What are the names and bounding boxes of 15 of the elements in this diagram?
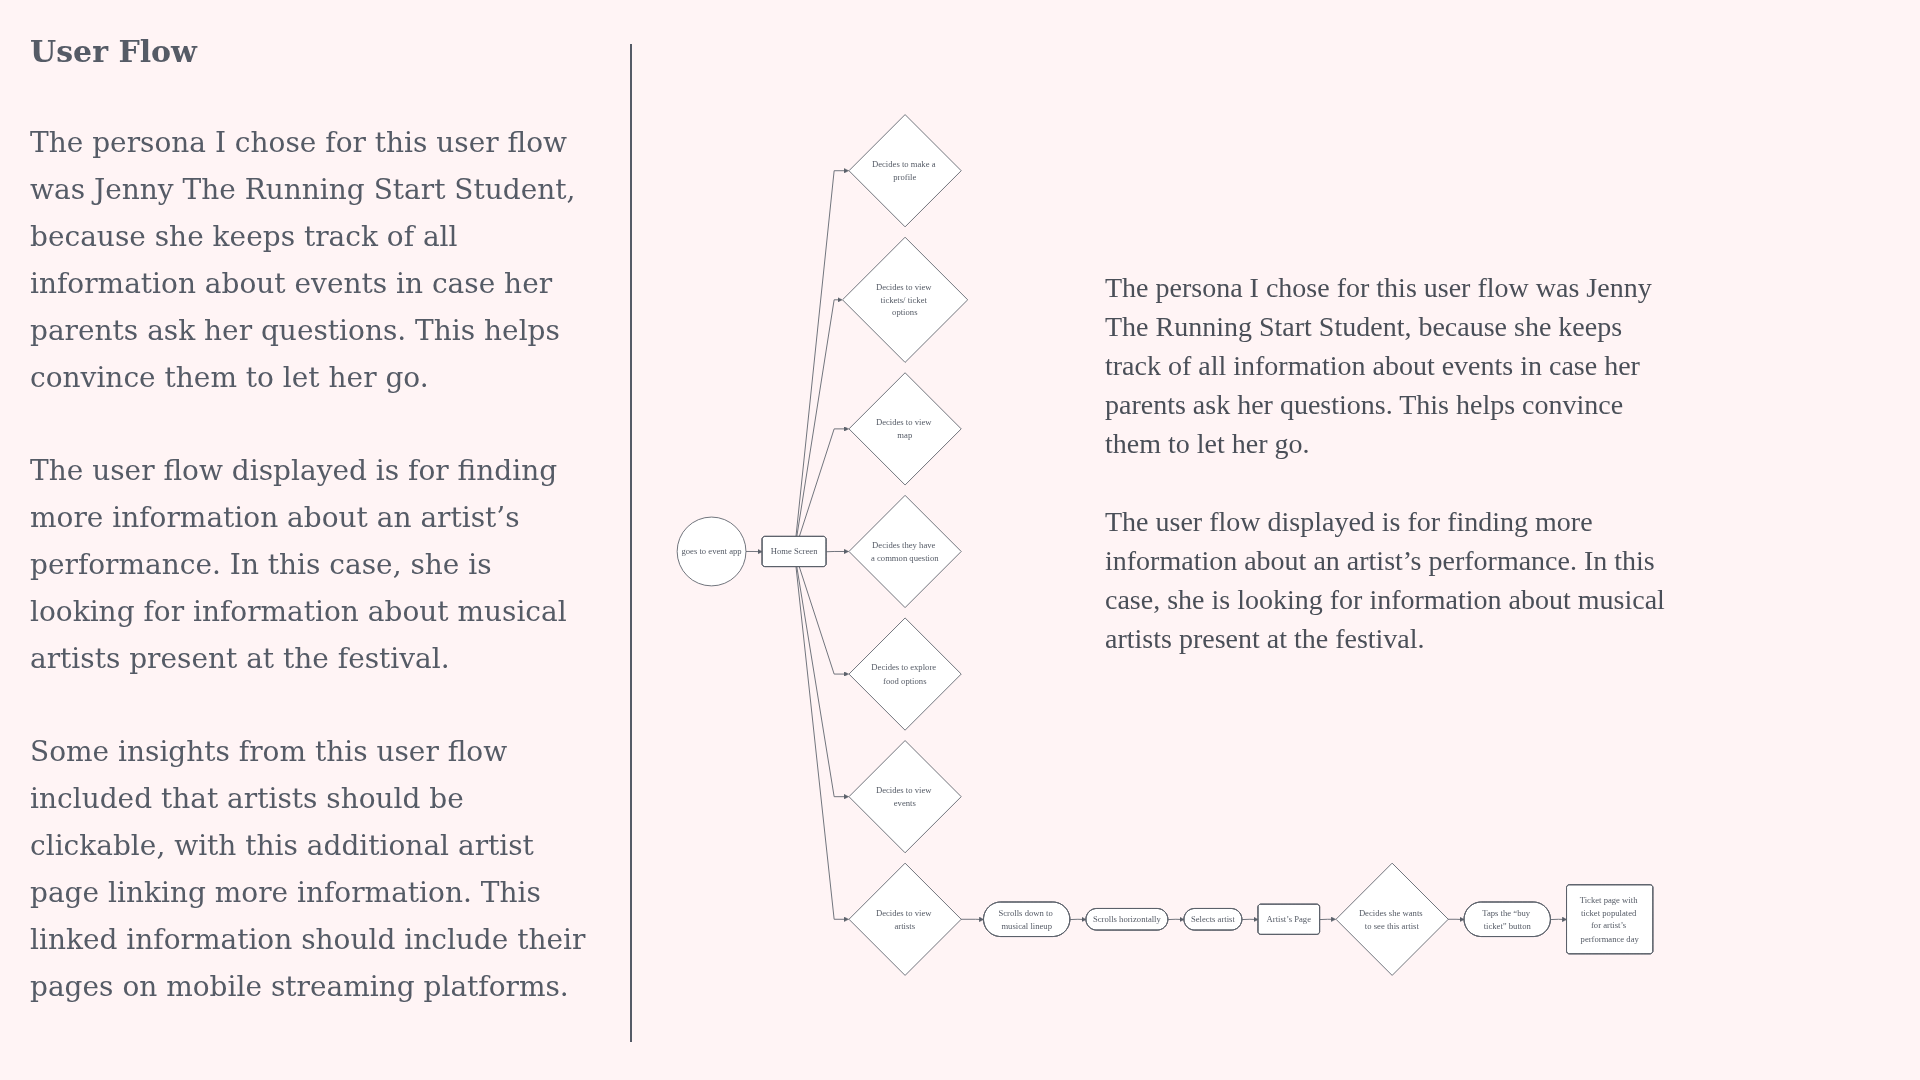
paragraph: The user flow displayed is for finding more information about an artist’s performance. In this case, she is looking for information about musical artists present at the festival. xyxy=(30,453,568,677)
paragraph: The persona I chose for this user flow was Jenny The Running Start Student, because she keeps track of all information about events in case her parents ask her questions. This helps convince them to let her go. xyxy=(1105,271,1653,461)
node-diamond: Decides to explore food options xyxy=(848,617,962,731)
node-diamond: Decides to view artists xyxy=(848,862,962,976)
paragraph: The user flow displayed is for finding more information about an artist’s performance. In this case, she is looking for information about musical artists present at the festival. xyxy=(1105,505,1665,656)
node-diamond: Decides she wants to see this artist xyxy=(1335,862,1449,976)
paragraph: Some insights from this user flow included that artists should be clickable, with this additional artist page linking more information. This linked information should include their pages on mobile streaming platforms. xyxy=(30,734,587,1005)
node-diamond: Decides they have a common question xyxy=(848,494,962,609)
node-diamond: Decides to view events xyxy=(848,740,962,854)
paragraph: The persona I chose for this user flow was Jenny The Running Start Student, because she keeps track of all information about events in case her parents ask her questions. This helps convince them to let her go. xyxy=(30,125,577,396)
node-circle: goes to event app xyxy=(676,516,747,587)
title-heading: User Flow xyxy=(30,34,197,69)
node-diamond: Decides to make a profile xyxy=(848,114,962,228)
node-diamond: Decides to view map xyxy=(848,372,962,486)
node-diamond: Decides to view tickets/ ticket options xyxy=(842,236,969,363)
